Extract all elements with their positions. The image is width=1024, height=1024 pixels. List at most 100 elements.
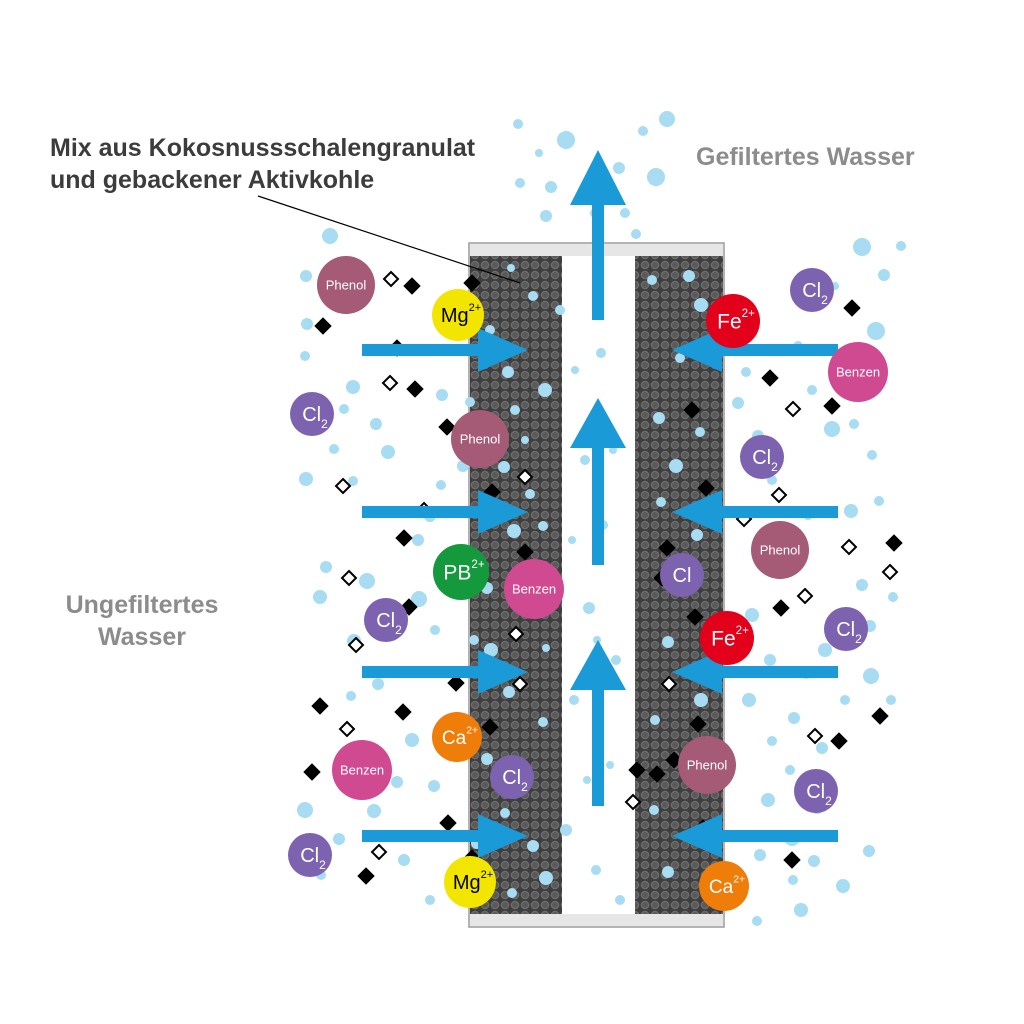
- particle-hollow: [624, 793, 642, 811]
- particle-solid: [447, 674, 465, 692]
- water-bubble: [874, 496, 884, 506]
- particle-hollow: [382, 270, 400, 288]
- particle-hollow: [347, 636, 365, 654]
- chlorine-molecule: Cl2: [288, 833, 332, 877]
- water-bubble: [348, 476, 358, 486]
- water-bubble: [528, 291, 538, 301]
- water-bubble: [659, 111, 675, 127]
- magnesium-ion: Mg2+: [432, 289, 484, 341]
- water-bubble: [503, 686, 515, 698]
- particle-solid: [823, 397, 841, 415]
- water-bubble: [571, 366, 579, 374]
- water-bubble: [863, 668, 879, 684]
- water-bubble: [662, 866, 674, 878]
- water-bubble: [867, 450, 877, 460]
- molecule-label: Cl2: [802, 280, 828, 307]
- particle-hollow: [511, 675, 529, 693]
- water-bubble: [583, 776, 591, 784]
- particle-solid: [394, 703, 412, 721]
- water-bubble: [322, 228, 338, 244]
- particle-solid: [357, 867, 375, 885]
- inflow-arrow-left: [362, 328, 528, 372]
- water-bubble: [808, 855, 820, 867]
- water-bubble: [542, 644, 550, 652]
- water-bubble: [405, 733, 419, 747]
- water-bubble: [647, 168, 665, 186]
- molecule-label: Phenol: [760, 543, 801, 558]
- water-bubble: [615, 895, 625, 905]
- particle-solid: [311, 697, 329, 715]
- water-bubble: [535, 149, 543, 157]
- water-bubble: [430, 625, 440, 635]
- particle-solid: [871, 707, 889, 725]
- water-bubble: [591, 865, 601, 875]
- molecule-label: Benzen: [512, 582, 556, 597]
- lead-ion: PB2+: [433, 544, 489, 600]
- particle-solid: [395, 529, 413, 547]
- inflow-arrow-left: [362, 650, 528, 694]
- water-bubble: [339, 404, 349, 414]
- water-bubble: [301, 318, 313, 330]
- molecule-label: Cl2: [752, 447, 778, 474]
- water-bubble: [521, 436, 529, 444]
- water-bubble: [695, 427, 705, 437]
- water-bubble: [611, 655, 621, 665]
- particle-solid: [516, 543, 534, 561]
- particle-hollow: [840, 538, 858, 556]
- phenol-molecule: Phenol: [751, 521, 809, 579]
- water-bubble: [560, 824, 572, 836]
- water-flow-arrows: [362, 150, 838, 858]
- water-bubble: [469, 635, 479, 645]
- molecule-label: Mg2+: [441, 302, 481, 327]
- water-bubble: [527, 840, 539, 852]
- particle-solid: [783, 851, 801, 869]
- molecule-label: Phenol: [687, 758, 728, 773]
- molecule-label: Benzen: [836, 365, 880, 380]
- water-bubble: [569, 695, 579, 705]
- water-bubble: [300, 351, 310, 361]
- water-bubble: [794, 903, 808, 917]
- chlorine-molecule: Cl2: [290, 392, 334, 436]
- water-bubble: [764, 654, 776, 666]
- water-bubble: [391, 776, 403, 788]
- water-bubble: [694, 693, 708, 707]
- water-bubble: [886, 695, 896, 705]
- chlorine-molecule: Cl2: [364, 598, 408, 642]
- water-bubble: [638, 126, 648, 136]
- water-bubble: [465, 397, 475, 407]
- chlorine-molecule: Cl2: [790, 268, 834, 312]
- inflow-arrow-left: [362, 490, 528, 534]
- water-bubble: [320, 561, 332, 573]
- particle-hollow: [516, 468, 534, 486]
- particle-solid: [303, 763, 321, 781]
- magnesium-ion: Mg2+: [444, 856, 496, 908]
- water-bubble: [428, 780, 440, 792]
- particle-hollow: [334, 477, 352, 495]
- molecule-label: Phenol: [326, 278, 367, 293]
- water-bubble: [741, 367, 751, 377]
- water-bubble: [580, 455, 590, 465]
- molecule-label: Benzen: [340, 763, 384, 778]
- particle-hollow: [338, 720, 356, 738]
- particle-solid: [403, 277, 421, 295]
- water-bubble: [840, 695, 850, 705]
- phenol-molecule: Phenol: [317, 256, 375, 314]
- particle-solid: [463, 274, 481, 292]
- particle-solid: [628, 761, 646, 779]
- water-bubble: [606, 761, 614, 769]
- water-bubble: [896, 241, 906, 251]
- particle-solid: [686, 608, 704, 626]
- molecule-label: Cl2: [302, 404, 328, 431]
- water-bubble: [538, 383, 552, 397]
- water-bubble: [502, 366, 514, 378]
- material-label: Mix aus Kokosnussschalengranulat und geb…: [50, 132, 475, 196]
- water-bubble: [816, 742, 828, 754]
- water-bubble: [333, 833, 345, 845]
- material-label-line-2: und gebackener Aktivkohle: [50, 166, 375, 194]
- water-bubble: [346, 691, 356, 701]
- water-bubble: [662, 636, 674, 648]
- water-bubble: [367, 804, 381, 818]
- water-bubble: [863, 845, 875, 857]
- particle-hollow: [381, 374, 399, 392]
- particle-hollow: [340, 569, 358, 587]
